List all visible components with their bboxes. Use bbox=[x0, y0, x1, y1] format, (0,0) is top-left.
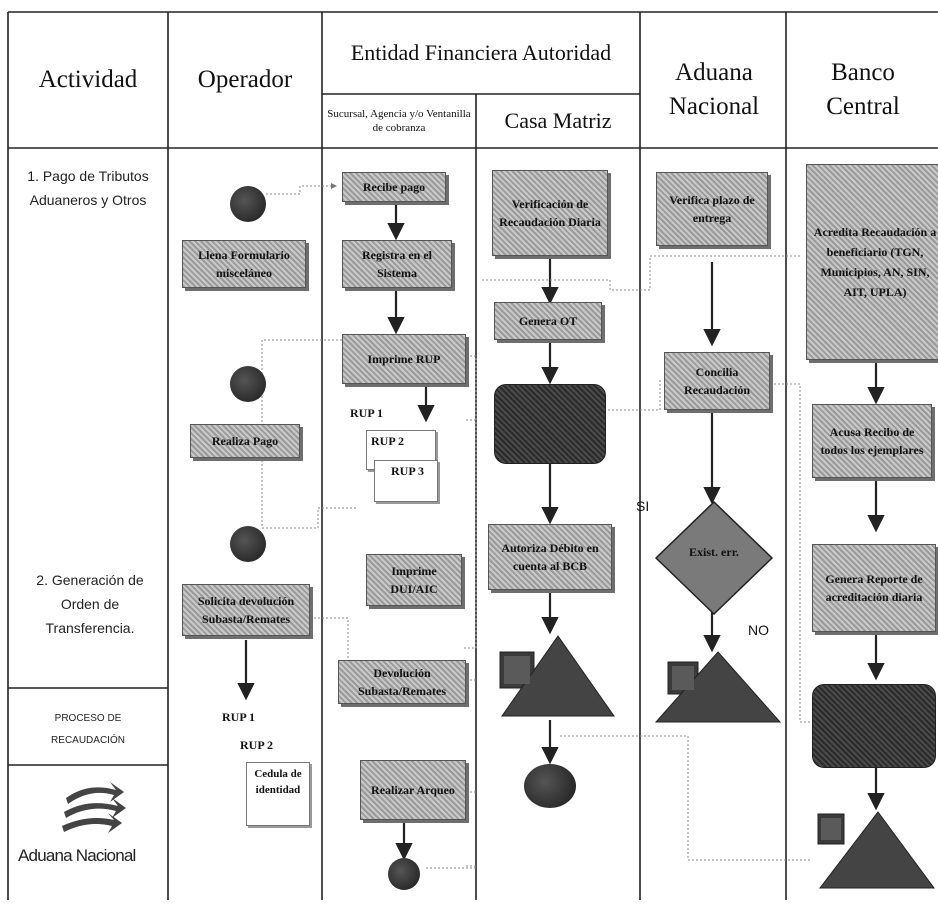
genera-ot-box: Genera OT bbox=[494, 302, 602, 340]
operador-doc-rup1: RUP 1 bbox=[222, 710, 255, 724]
decision-label: Exist. err. bbox=[689, 545, 739, 559]
start-circle-2 bbox=[230, 366, 266, 402]
verificacion-box: Verificación de Recaudación Diaria bbox=[492, 170, 608, 256]
header-casa-matriz: Casa Matriz bbox=[504, 108, 612, 133]
acredita-box: Acredita Recaudación a beneficiario (TGN… bbox=[806, 164, 938, 360]
header-operador: Operador bbox=[197, 66, 293, 93]
header-actividad: Actividad bbox=[38, 66, 138, 93]
start-circle-3 bbox=[230, 526, 266, 562]
imprime-dui-box: Imprime DUI/AIC bbox=[366, 554, 462, 606]
archive-triangle-casa bbox=[499, 635, 615, 717]
realiza-pago-box: Realiza Pago bbox=[190, 424, 300, 458]
header-banco: Banco Central bbox=[826, 59, 900, 120]
end-circle-arqueo bbox=[388, 858, 420, 890]
recibe-pago-box: Recibe pago bbox=[342, 172, 446, 202]
devolucion-box: Devolución Subasta/Remates bbox=[338, 660, 466, 704]
dark-process-banco bbox=[812, 684, 936, 768]
aduana-arrows-logo bbox=[62, 782, 126, 833]
activity-2: 2. Generación de Orden de Transferencia. bbox=[36, 572, 144, 636]
archive-triangle-banco bbox=[817, 811, 935, 889]
no-label: NO bbox=[748, 622, 769, 638]
realizar-arqueo-box: Realizar Arqueo bbox=[360, 760, 466, 820]
verifica-plazo-box: Verifica plazo de entrega bbox=[656, 172, 768, 246]
si-label: SI bbox=[636, 498, 650, 514]
imprime-rup-box: Imprime RUP bbox=[342, 334, 466, 384]
solicita-devolucion-box: Solicita devolución Subasta/Remates bbox=[182, 584, 310, 636]
header-sucursal: Sucursal, Agencia y/o Ventanilla de cobr… bbox=[327, 108, 471, 134]
autoriza-debito-box: Autoriza Débito en cuenta al BCB bbox=[488, 524, 612, 590]
registra-sistema-box: Registra en el Sistema bbox=[342, 240, 452, 288]
end-circle-casa bbox=[524, 764, 576, 808]
concilia-recaudacion-box: Concilia Recaudación bbox=[664, 352, 770, 410]
operador-doc-rup2: RUP 2 bbox=[240, 738, 273, 752]
genera-reporte-box: Genera Reporte de acreditación diaria bbox=[812, 544, 936, 632]
dark-process-casa bbox=[494, 384, 606, 464]
activity-1: 1. Pago de Tributos Aduaneros y Otros bbox=[27, 168, 149, 208]
operador-doc-cedula: Cedula de identidad bbox=[246, 762, 310, 826]
sucursal-doc-rup3: RUP 3 bbox=[374, 460, 438, 502]
llena-formulario-box: Llena Formulario misceláneo bbox=[182, 240, 306, 288]
decision-diamond bbox=[654, 500, 774, 616]
sucursal-doc-rup1: RUP 1 bbox=[350, 406, 383, 420]
acusa-recibo-box: Acusa Recibo de todos los ejemplares bbox=[812, 404, 932, 478]
archive-triangle-aduana bbox=[654, 651, 782, 723]
header-aduana: Aduana Nacional bbox=[668, 59, 760, 120]
proceso-label: PROCESO DE RECAUDACIÓN bbox=[51, 713, 125, 746]
logo-text: Aduana Nacional bbox=[18, 846, 136, 865]
header-entidad: Entidad Financiera Autoridad bbox=[350, 40, 612, 65]
start-circle-1 bbox=[230, 186, 266, 222]
